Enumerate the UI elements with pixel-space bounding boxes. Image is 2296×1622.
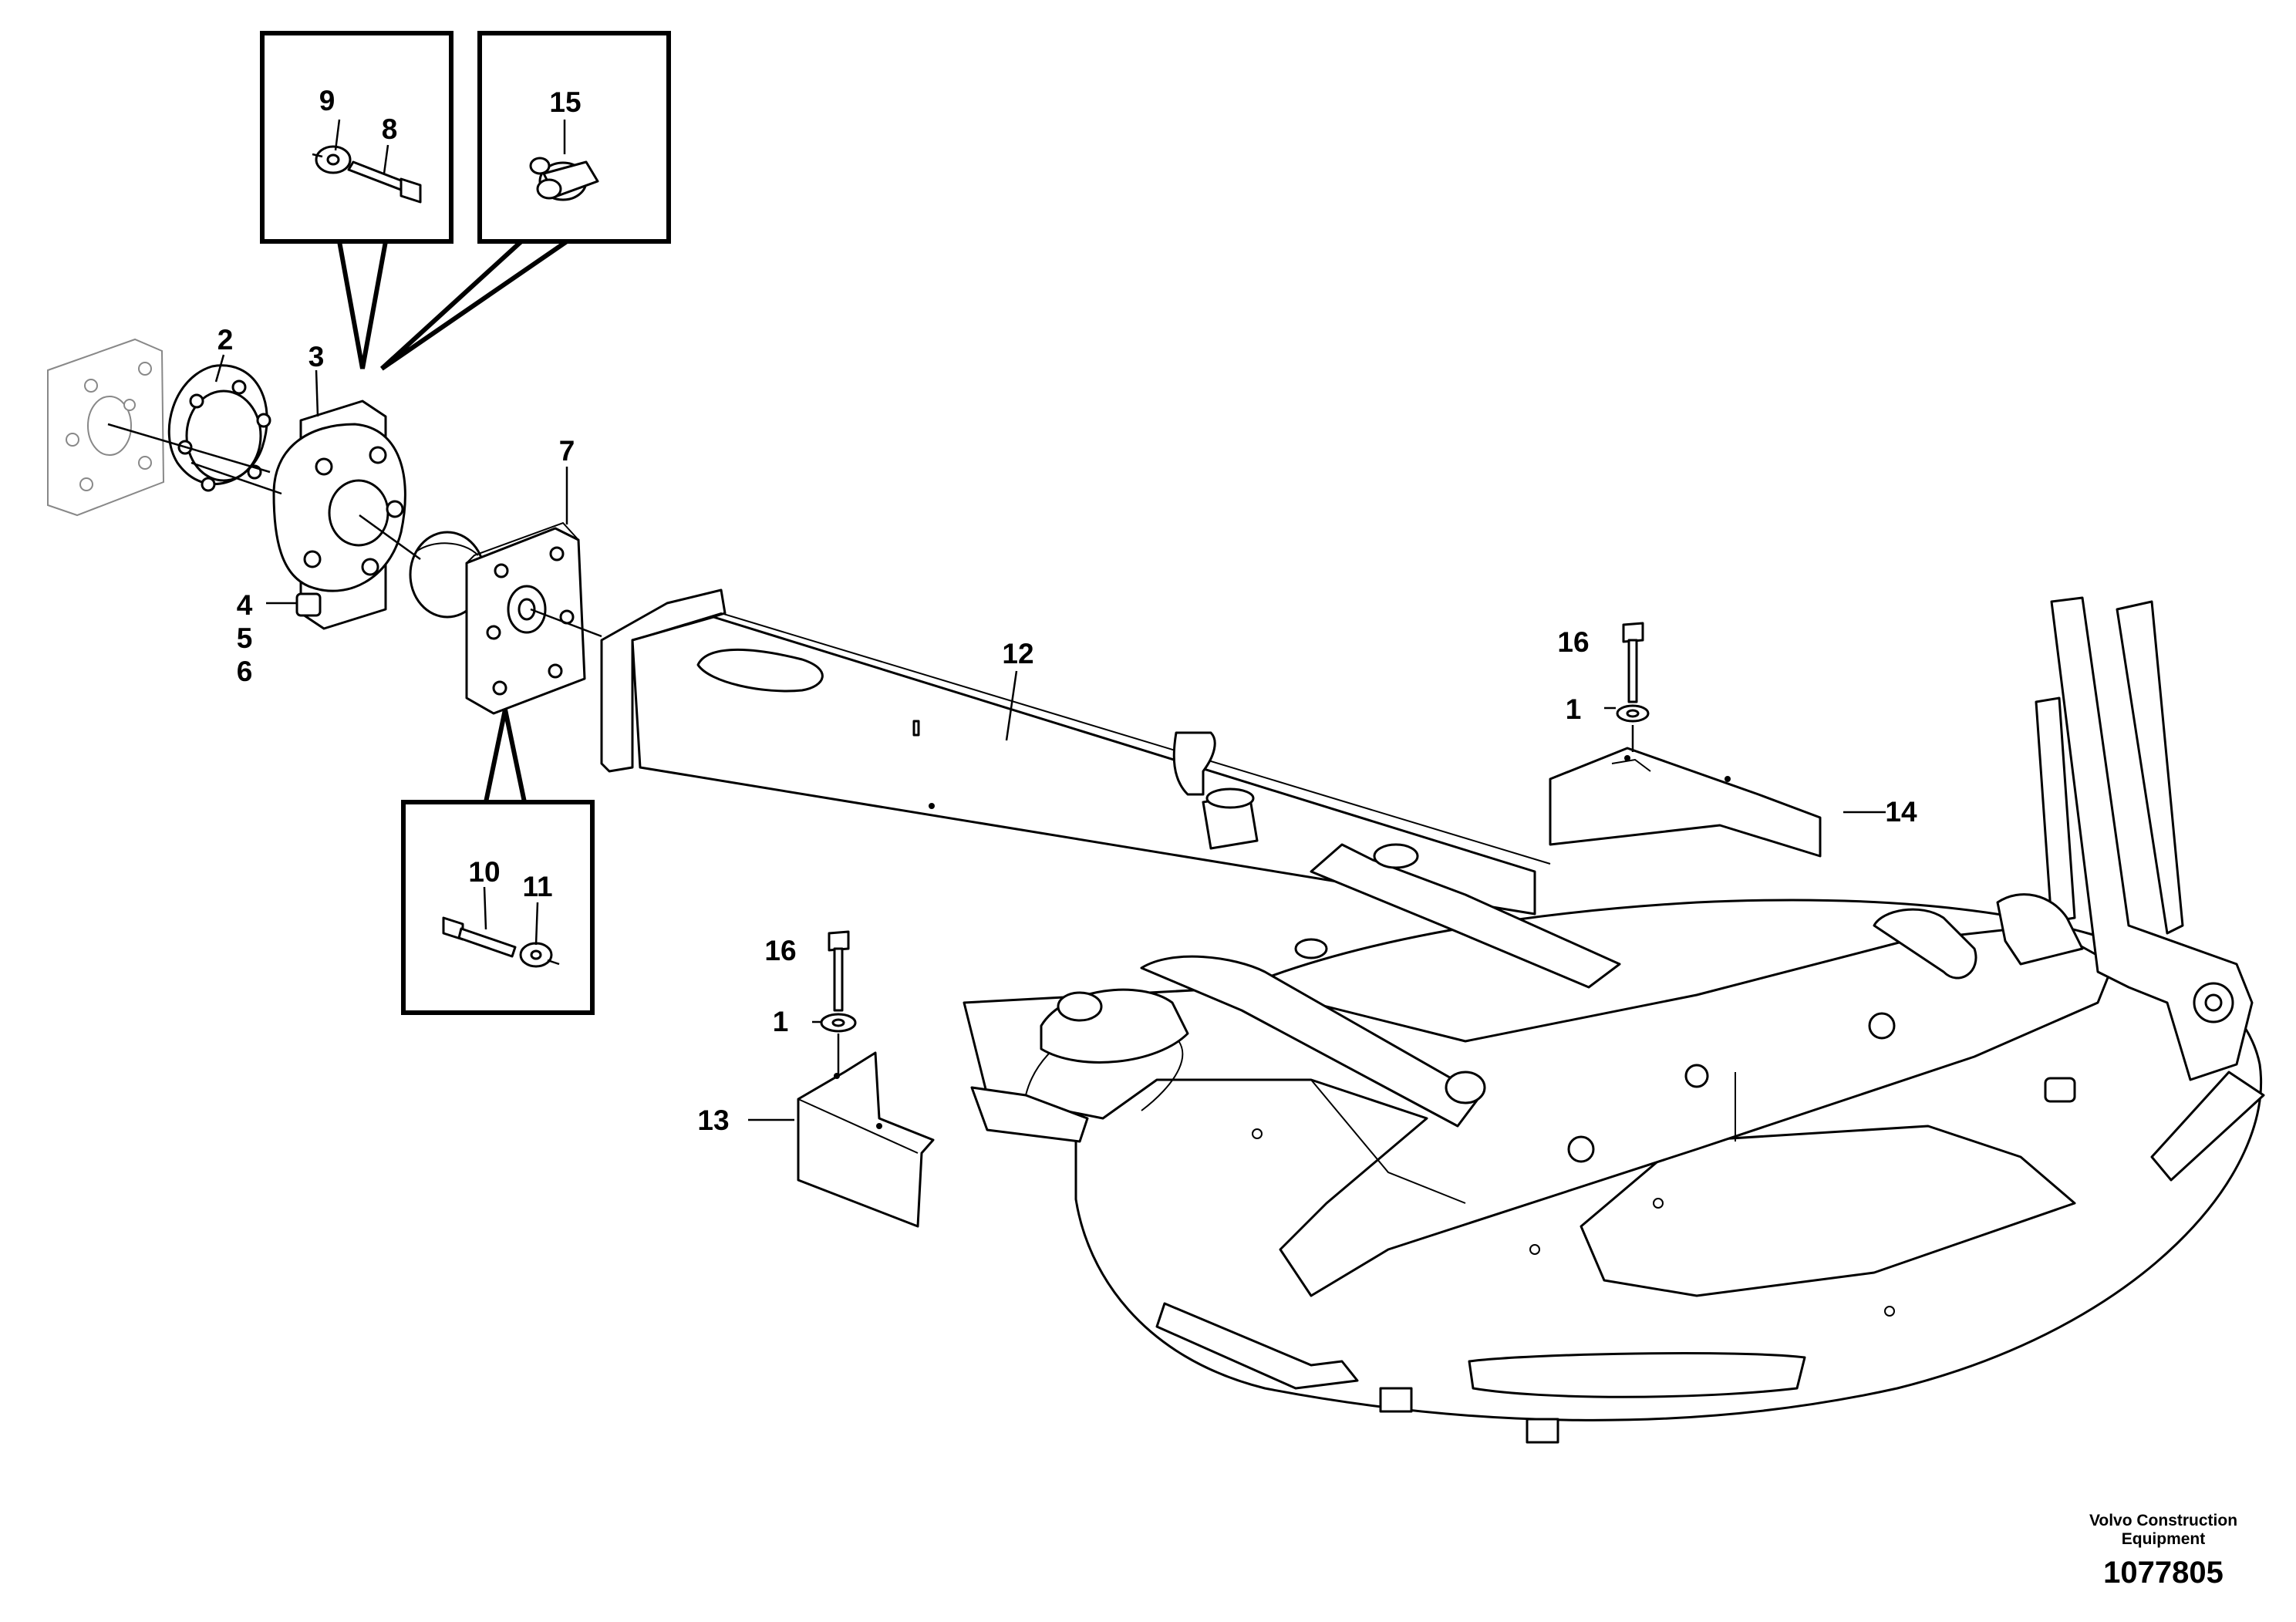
callout-leaders <box>214 354 1886 1121</box>
mounting-flange-ghost <box>47 338 165 517</box>
callout-16-upper: 16 <box>1557 626 1589 658</box>
shim-ring-part <box>167 364 271 492</box>
brand-line-1: Volvo Construction <box>2089 1512 2237 1529</box>
callout-6: 6 <box>237 656 253 687</box>
cover-plate-14-part <box>1549 747 1822 858</box>
callout-9: 9 <box>319 85 335 116</box>
callout-10: 10 <box>468 856 500 888</box>
callout-2: 2 <box>217 324 234 356</box>
callout-1-lower: 1 <box>773 1006 789 1037</box>
base-bolts <box>1379 1387 1559 1444</box>
boom-arm-part <box>600 588 1551 916</box>
brand-line-2: Equipment <box>2122 1530 2206 1548</box>
callout-11: 11 <box>522 871 552 902</box>
cylinder-assembly-part <box>1040 731 1977 1128</box>
exploded-axis-lines <box>107 423 602 638</box>
callout-5: 5 <box>237 622 253 654</box>
ball-cup-flange-part <box>465 521 586 715</box>
bearing-housing-part <box>272 400 406 630</box>
detail-box-grease-nipple <box>379 31 671 371</box>
callout-14: 14 <box>1885 796 1917 828</box>
detail-box-bolt-washer <box>260 31 453 369</box>
bolt-16-lower-part <box>820 930 857 1076</box>
drawing-number: 1077805 <box>2103 1556 2224 1590</box>
callout-3: 3 <box>308 341 325 373</box>
callout-8: 8 <box>382 113 398 145</box>
callout-4: 4 <box>237 589 253 621</box>
callout-7: 7 <box>559 435 575 467</box>
mast-part <box>1996 596 2254 1081</box>
callout-12: 12 <box>1002 638 1033 669</box>
footer-brand: Volvo Construction Equipment 1077805 <box>2089 1512 2237 1590</box>
callout-13: 13 <box>697 1104 729 1136</box>
callout-15: 15 <box>549 86 581 118</box>
detail-box-bolt-washer-lower <box>401 709 595 1015</box>
bolt-16-upper-part <box>1616 622 1650 752</box>
main-frame-part <box>963 924 2115 1297</box>
callout-16-lower: 16 <box>764 935 796 966</box>
cover-plate-13-part <box>797 1051 935 1228</box>
callout-labels: 9 8 15 2 3 4 5 6 7 10 11 12 16 1 14 16 1… <box>217 85 1917 1136</box>
callout-1-upper: 1 <box>1566 693 1582 725</box>
